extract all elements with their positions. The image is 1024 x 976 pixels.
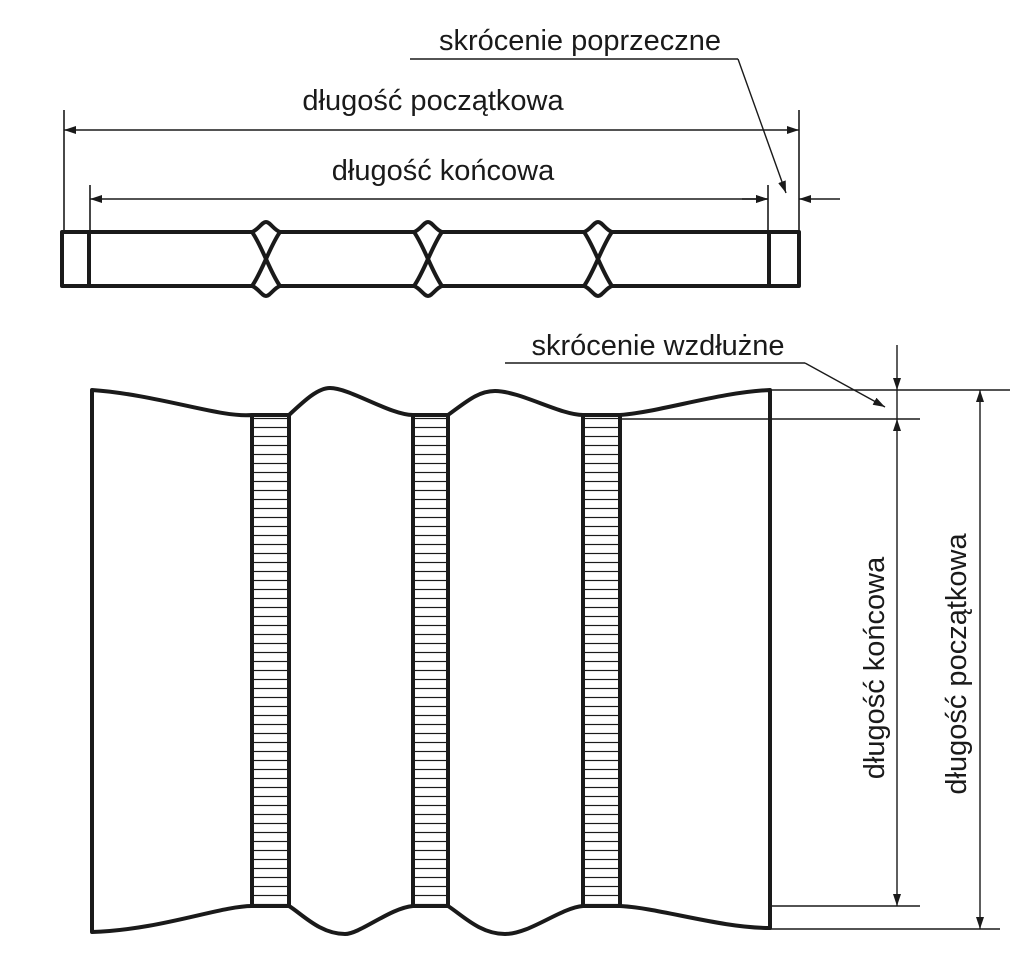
top-weld-joint-1 bbox=[250, 230, 282, 288]
weld-bead-3 bbox=[583, 415, 620, 906]
transverse-shrinkage-label: skrócenie poprzeczne bbox=[439, 25, 721, 57]
top-plate-outline bbox=[60, 220, 801, 298]
top-weld-joint-2 bbox=[412, 230, 444, 288]
top-initial-length-label: długość początkowa bbox=[302, 85, 564, 117]
bottom-plate-outline bbox=[90, 386, 772, 936]
side-initial-length-label: długość początkowa bbox=[941, 533, 973, 795]
bottom-extension-lines bbox=[620, 389, 1010, 930]
longitudinal-shrinkage-callout bbox=[505, 345, 901, 419]
longitudinal-shrinkage-label: skrócenie wzdłużne bbox=[531, 330, 784, 362]
transverse-shrinkage-callout bbox=[410, 58, 840, 203]
top-plate-section bbox=[60, 220, 801, 298]
bottom-plate-view bbox=[90, 386, 772, 936]
weld-bead-1 bbox=[252, 415, 289, 906]
top-weld-joint-3 bbox=[582, 230, 614, 288]
weld-bead-2 bbox=[413, 415, 448, 906]
top-final-length-label: długość końcowa bbox=[332, 155, 555, 187]
side-final-length-label: długość końcowa bbox=[859, 556, 891, 779]
